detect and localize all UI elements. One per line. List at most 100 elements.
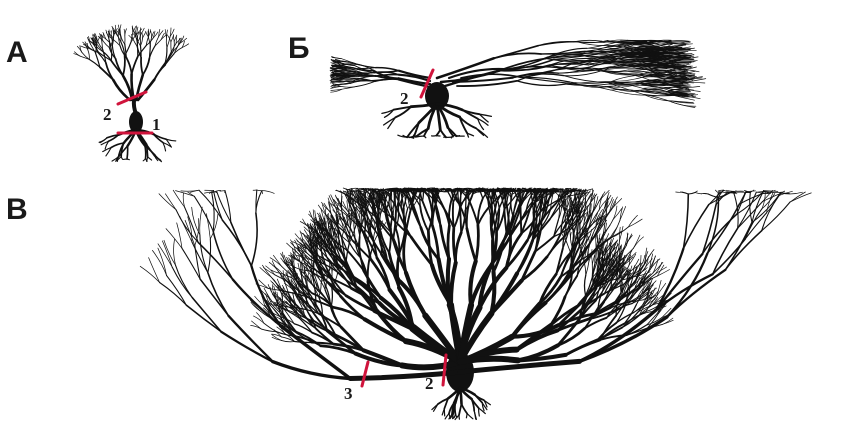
dendrite-branch [251,326,262,330]
dendrite-branch [174,239,176,265]
dendrite-branch [125,29,127,36]
dendrite-branch [437,130,441,136]
dendrite-branch [790,193,811,202]
cut-mark-c-2 [443,355,446,385]
dendrite-branch [626,234,632,246]
neuron-a [74,25,189,162]
dendrite-branch [262,191,275,194]
dendrite-branch [186,305,221,332]
dendrite-branch [192,298,221,332]
dendrite-branch [354,197,355,207]
dendrite-branch [707,204,739,253]
dendrite-branch [162,241,172,267]
dendrite-branch [732,191,744,192]
dendrite-branch [143,58,150,75]
dendrite-branch [467,414,473,419]
dendrite-branch [628,215,637,227]
dendrite-branch [143,159,145,161]
dendrite-branch [492,240,493,272]
dendrite-branch [103,41,109,48]
dendrite-branch [194,196,213,231]
dendrite-branch [595,235,596,247]
dendrite-branch [171,36,174,42]
dendrite-branch [587,207,588,220]
dendrite-branch [127,146,128,159]
dendrite-branch [725,231,761,270]
dendrite-branch [126,57,131,74]
dendrite-branch [123,56,125,76]
dendrite-branch [145,146,146,159]
dendrite-branch [695,193,702,194]
dendrite-branch [599,194,603,210]
dendrite-branch [282,287,283,300]
dendrite-branch [406,188,407,189]
mark-label-c-2: 2 [425,375,434,392]
dendrite-branch [462,404,468,414]
dendrite-branch [476,225,479,261]
dendrite-branch [154,65,165,80]
dendrite-branch [200,207,202,235]
dendrite-branch [441,202,450,226]
dendrite-branch [448,226,449,259]
dendrite-branch [467,229,476,262]
panel-label-a: А [6,38,28,68]
dendrite-branch [460,359,518,362]
dendrite-branch [448,259,450,305]
dendrite-branch [745,209,762,239]
dendrite-branch [592,255,594,264]
dendrite-branch [762,202,790,231]
neuron-b [330,40,706,138]
mark-label-a-1: 1 [152,116,161,133]
dendrite-branch [596,251,597,263]
dendrite-branch [453,203,454,228]
dendrite-branch [150,38,151,46]
dendrite-branch [141,58,143,75]
dendrite-branch [646,250,654,263]
apical-trunk-a [134,100,136,114]
dendrite-branch [199,190,222,220]
dendrite-branch [587,228,588,241]
dendrite-branch [213,231,233,279]
dendrite-branch [750,193,752,223]
neuron-c [140,188,811,420]
dendrite-branch [657,280,661,295]
dendrite-branch [460,209,461,233]
dendrite-branch [229,316,273,362]
dendrite-branch [432,136,437,137]
dendrite-branch [715,190,718,193]
dendrite-branch [151,31,152,37]
dendrite-branch [667,253,708,317]
dendrite-branch [167,30,168,37]
mark-label-a-2: 2 [103,106,112,123]
dendrite-branch [591,254,592,264]
dendrite-branch [331,288,332,306]
dendrite-branch [333,307,365,319]
dendrite-branch [494,53,541,58]
dendrite-branch [474,411,476,419]
dendrite-branch [80,56,89,59]
dendrite-branch [259,280,269,289]
dendrite-branch [466,414,467,418]
dendrite-branch [402,362,460,367]
dendrite-branch [467,202,470,229]
panel-label-b: Б [288,34,310,64]
mark-label-c-3: 3 [344,385,353,402]
dendrite-branch [612,77,644,81]
dendrite-branch [702,214,736,254]
dendrite-branch [257,313,264,324]
cut-mark-c-3 [362,362,368,386]
dendrite-branch [451,136,453,138]
dendrite-branch [404,235,406,273]
dendrite-branch [459,404,462,415]
dendrite-branch [88,50,89,59]
dendrite-branch [143,32,146,38]
dendrite-branch [142,32,143,38]
dendrite-branch [166,37,167,47]
dendrite-branch [159,194,176,210]
dendrite-branch [454,415,455,418]
dendrite-branch [357,81,376,86]
dendrite-branch [682,192,688,194]
dendrite-branch [167,36,170,47]
mark-label-b-2: 2 [400,90,409,107]
